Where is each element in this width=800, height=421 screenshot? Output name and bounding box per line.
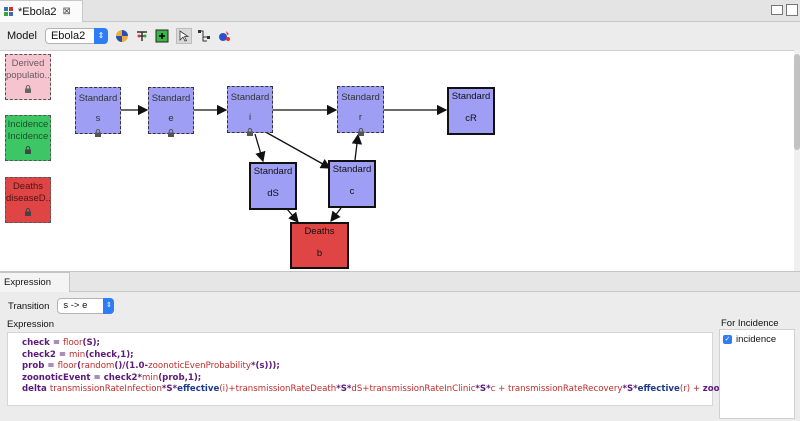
model-diagram-canvas[interactable]: Derived populatio... Incidence Incidence… (0, 50, 794, 271)
select-pointer-icon[interactable] (175, 28, 192, 44)
canvas-scrollbar[interactable] (794, 50, 800, 271)
scrollbar-thumb[interactable] (794, 54, 800, 150)
node-r-kind: Standard (341, 92, 380, 103)
lock-icon (25, 208, 31, 216)
lock-icon (357, 128, 364, 136)
expression-editor-tab-bar: Expression Editor (0, 272, 800, 308)
editor-tab-title: *Ebola2 (18, 5, 57, 18)
palette-incidence-title: Incidence (7, 119, 49, 130)
expression-label: Expression (7, 319, 54, 330)
edge-i-dS[interactable] (254, 133, 266, 163)
edge-c-b[interactable] (330, 207, 342, 223)
palette-deaths-sub: diseaseD... (6, 193, 51, 204)
node-s-name: s (95, 113, 101, 124)
chevron-updown-icon: ⇕ (103, 298, 115, 314)
editor-tab-ebola2[interactable]: *Ebola2 ⊠ (0, 0, 83, 22)
expression-editor-panel: Transition s -> e ⇕ Expression check = f… (0, 292, 800, 421)
model-file-icon (4, 6, 14, 17)
node-c[interactable]: Standard c (328, 160, 376, 208)
incidence-checkbox-row[interactable]: ✓ incidence (723, 334, 776, 345)
edge-c-r[interactable] (351, 133, 363, 161)
transition-edges (121, 104, 448, 223)
for-incidence-label: For Incidence (721, 318, 779, 329)
connect-transition-icon[interactable] (196, 28, 212, 44)
editor-tab-bar: *Ebola2 ⊠ (0, 0, 800, 22)
close-icon[interactable]: ⊠ (62, 6, 71, 17)
model-select[interactable]: Ebola2 ⇕ (44, 28, 108, 44)
node-b[interactable]: Deaths b (290, 222, 349, 269)
arrange-icon[interactable] (134, 28, 150, 44)
lock-icon (168, 129, 174, 137)
palette-deaths-title: Deaths (12, 181, 44, 192)
edge-i-c[interactable] (261, 129, 332, 169)
palette-incidence-sub: Incidence (7, 131, 49, 142)
maximize-icon[interactable] (786, 4, 798, 16)
lock-icon (25, 146, 31, 154)
run-model-icon[interactable] (216, 28, 232, 44)
lock-icon (95, 129, 101, 137)
node-r[interactable]: Standard r (337, 86, 384, 136)
model-label: Model (7, 30, 37, 42)
chevron-updown-icon: ⇕ (93, 28, 108, 44)
node-r-name: r (358, 112, 363, 123)
transition-select-value: s -> e (63, 300, 88, 311)
palette-derived-sub: populatio... (6, 70, 51, 81)
palette-deaths[interactable]: Deaths diseaseD... (5, 177, 51, 223)
node-b-kind: Deaths (304, 226, 335, 237)
node-i[interactable]: Standard i (227, 86, 273, 136)
model-select-value: Ebola2 (50, 30, 86, 42)
node-cR[interactable]: Standard cR (447, 87, 495, 135)
node-cR-name: cR (465, 113, 477, 124)
transition-label: Transition (8, 300, 50, 312)
node-i-name: i (248, 112, 252, 123)
model-toolbar: Model Ebola2 ⇕ (0, 22, 800, 50)
lock-icon (247, 128, 253, 136)
transition-select[interactable]: s -> e ⇕ (57, 298, 115, 314)
node-e-kind: Standard (151, 93, 191, 104)
node-c-kind: Standard (332, 164, 372, 175)
node-s-kind: Standard (78, 93, 118, 104)
node-c-name: c (349, 186, 355, 197)
checkbox-checked-icon[interactable]: ✓ (723, 335, 732, 344)
lock-icon (25, 85, 31, 93)
palette-icon[interactable] (114, 28, 130, 44)
add-node-icon[interactable] (154, 28, 170, 44)
node-dS-name: dS (267, 188, 279, 199)
node-s[interactable]: Standard s (75, 87, 121, 137)
expression-code: check = floor(S); check2 = min(check,1);… (22, 338, 775, 394)
node-b-name: b (316, 248, 323, 259)
edge-dS-b[interactable] (286, 208, 299, 223)
incidence-item-label: incidence (736, 334, 777, 345)
node-i-kind: Standard (230, 92, 270, 103)
transition-row: Transition s -> e ⇕ (8, 298, 115, 314)
node-e-name: e (168, 113, 174, 124)
palette-derived-title: Derived (11, 58, 45, 69)
incidence-list: ✓ incidence (719, 329, 795, 419)
node-cR-kind: Standard (451, 91, 491, 102)
pane-divider[interactable] (0, 271, 800, 272)
minimize-icon[interactable] (771, 5, 783, 15)
expression-textarea[interactable]: check = floor(S); check2 = min(check,1);… (7, 332, 775, 406)
node-dS[interactable]: Standard dS (249, 162, 297, 210)
node-dS-kind: Standard (253, 166, 293, 177)
tab-expression-editor[interactable]: Expression Editor (0, 272, 70, 308)
node-e[interactable]: Standard e (148, 87, 194, 137)
palette-incidence[interactable]: Incidence Incidence (5, 115, 51, 161)
palette-derived[interactable]: Derived populatio... (5, 54, 51, 100)
